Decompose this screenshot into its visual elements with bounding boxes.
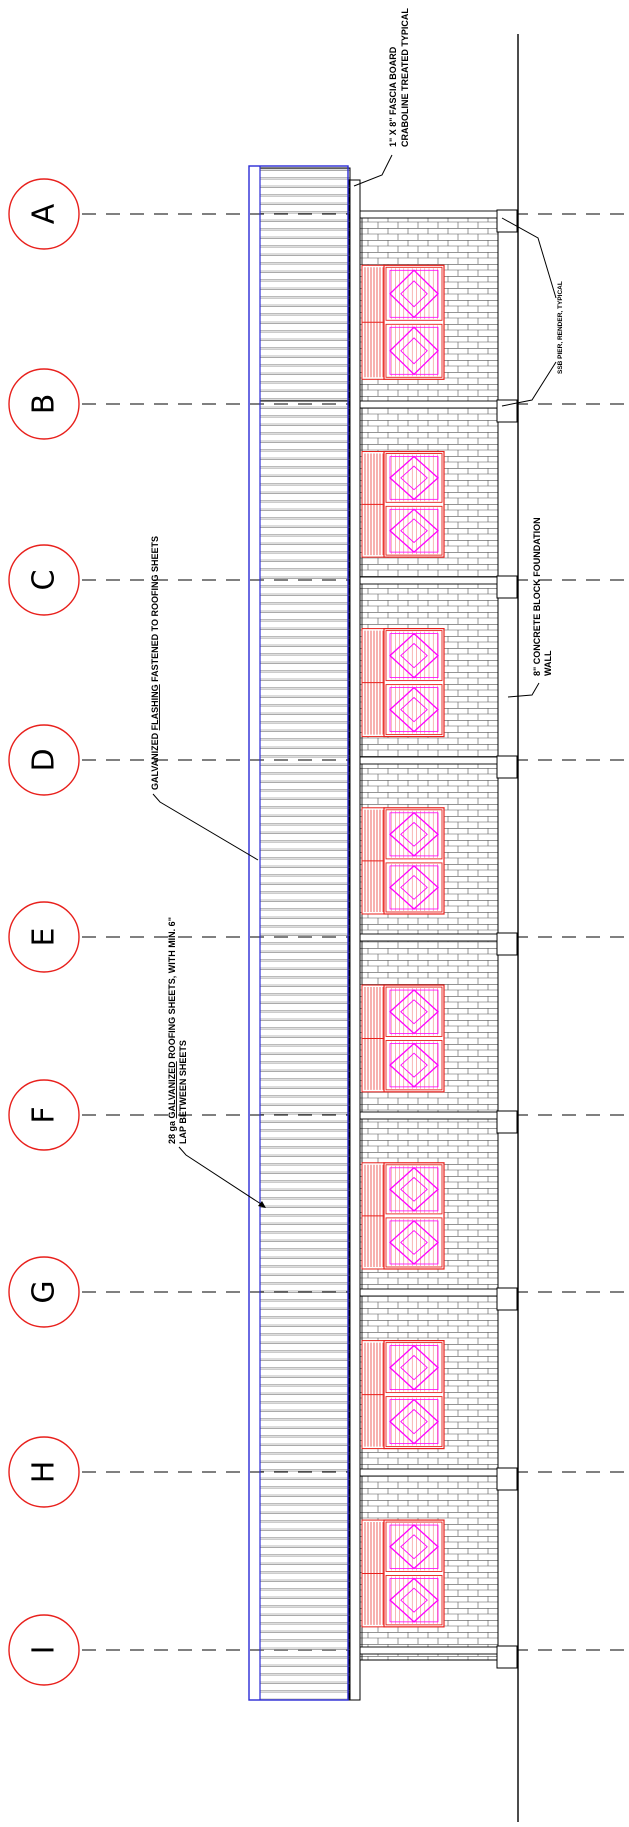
grid-bubble-a xyxy=(8,178,80,250)
grid-label-f: F xyxy=(27,1106,62,1123)
door xyxy=(361,450,445,558)
door xyxy=(361,984,445,1093)
door xyxy=(361,264,445,380)
pier-band xyxy=(357,400,498,409)
pier-band xyxy=(357,1646,498,1655)
grid-bubble-f xyxy=(8,1079,80,1151)
notes: 1" X 8" FASCIA BOARD CRABOLINE TREATED T… xyxy=(150,8,564,1144)
grid-bubble-d xyxy=(8,724,80,796)
pier-band xyxy=(357,576,498,585)
grid-bubble-e xyxy=(8,901,80,973)
pier-band xyxy=(357,756,498,765)
grid-label-c: C xyxy=(27,570,62,591)
leader-pier xyxy=(501,217,557,299)
grid-label-a: A xyxy=(27,203,62,224)
grid-bubble-b xyxy=(8,368,80,440)
grid-label-i: I xyxy=(27,1646,62,1655)
note-foundation-line1: 8" CONCRETE BLOCK FOUNDATION xyxy=(532,517,542,676)
grid-bubble-g xyxy=(8,1256,80,1328)
note-roofing-line2: LAP BETWEEN SHEETS xyxy=(178,1040,188,1144)
flashing xyxy=(248,165,349,1701)
door xyxy=(361,627,445,738)
pier-band xyxy=(357,933,498,942)
leader-fascia xyxy=(353,154,393,187)
door xyxy=(361,807,445,915)
pier xyxy=(496,1467,518,1491)
roof xyxy=(259,167,351,1701)
note-roofing-line1: 28 ga GALVANIZED ROOFING SHEETS, WITH MI… xyxy=(167,917,177,1144)
pier xyxy=(496,1287,518,1311)
grid-label-d: D xyxy=(27,748,62,771)
grid-label-h: H xyxy=(27,1461,62,1484)
note-fascia-line2: CRABOLINE TREATED TYPICAL xyxy=(400,8,410,147)
pier-band xyxy=(357,1111,498,1120)
note-fascia-line1: 1" X 8" FASCIA BOARD xyxy=(388,46,398,147)
note-pier: SSB PIER, RENDER, TYPICAL xyxy=(557,281,564,374)
door xyxy=(361,1162,445,1270)
leader-foundation xyxy=(507,682,540,698)
pier xyxy=(496,932,518,956)
leader-pier-2 xyxy=(501,361,557,407)
pier xyxy=(496,1645,518,1669)
grid-label-e: E xyxy=(27,928,62,947)
pier-band xyxy=(357,1288,498,1297)
grid-label-b: B xyxy=(27,394,62,415)
door xyxy=(361,1519,445,1628)
note-flashing: GALVANIZED FLASHING FASTENED TO ROOFING … xyxy=(150,536,160,790)
door xyxy=(361,1339,445,1450)
grid-bubble-h xyxy=(8,1436,80,1508)
leader-roofing xyxy=(178,1146,265,1207)
pier xyxy=(496,575,518,599)
leader-lines xyxy=(152,154,557,1207)
grid-bubble-i xyxy=(8,1614,80,1686)
pier xyxy=(496,1110,518,1134)
fascia-board xyxy=(348,179,361,1701)
pier xyxy=(496,755,518,779)
grid-bubble-c xyxy=(8,544,80,616)
bays xyxy=(357,209,518,1669)
leader-flashing xyxy=(152,793,259,861)
note-foundation-line2: WALL xyxy=(543,650,553,676)
leader-arrow-roofing xyxy=(258,1201,266,1208)
grid-label-g: G xyxy=(27,1280,62,1303)
pier-band xyxy=(357,210,498,219)
pier-band xyxy=(357,1468,498,1477)
